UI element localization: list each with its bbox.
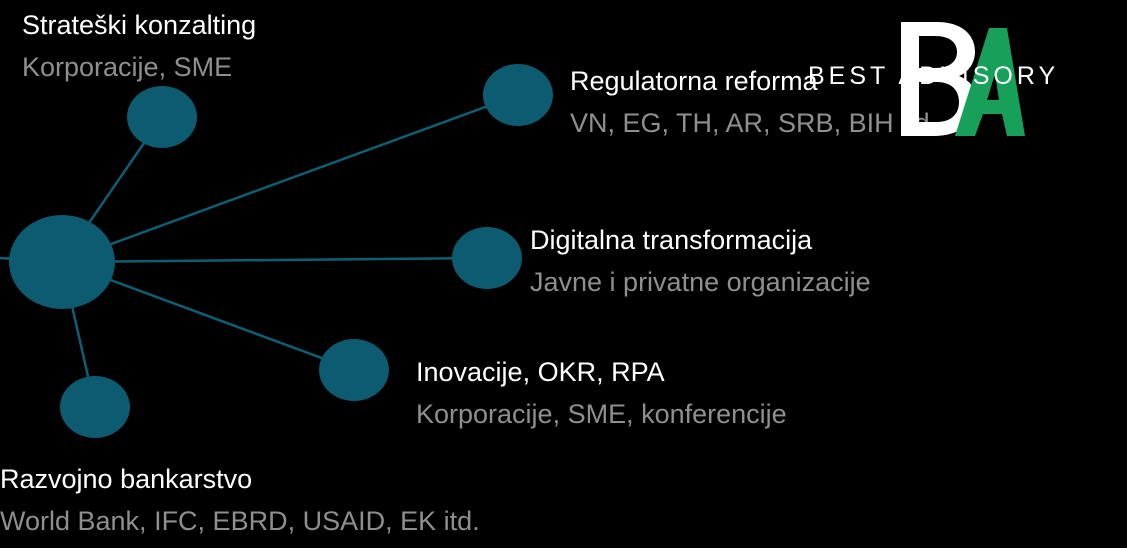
edge-hub-regulatory — [61, 93, 519, 264]
node-innovation — [319, 339, 389, 401]
development-banking-label: Razvojno bankarstvo World Bank, IFC, EBR… — [0, 462, 480, 538]
strategic-consulting-subtitle: Korporacije, SME — [22, 52, 233, 82]
best-advisory-logo — [901, 22, 1025, 136]
digital-transformation-subtitle: Javne i privatne organizacije — [530, 267, 871, 297]
regulatory-reform-title: Regulatorna reforma — [570, 66, 818, 96]
digital-transformation-title: Digitalna transformacija — [530, 225, 813, 255]
development-banking-subtitle: World Bank, IFC, EBRD, USAID, EK itd. — [0, 506, 480, 536]
node-regulatory — [483, 64, 553, 126]
edge-hub-digital — [61, 256, 488, 264]
regulatory-reform-label: Regulatorna reforma VN, EG, TH, AR, SRB,… — [570, 64, 937, 140]
development-banking-title: Razvojno bankarstvo — [0, 464, 253, 494]
regulatory-reform-subtitle: VN, EG, TH, AR, SRB, BIH itd. — [570, 108, 938, 138]
digital-transformation-label: Digitalna transformacija Javne i privatn… — [530, 223, 871, 299]
brand-name-text: BEST ADVISORY — [808, 62, 1060, 90]
strategic-consulting-title: Strateški konzalting — [22, 10, 257, 40]
node-banking — [60, 376, 130, 438]
strategic-consulting-label: Strateški konzalting Korporacije, SME — [22, 8, 256, 84]
innovation-subtitle: Korporacije, SME, konferencije — [416, 399, 787, 429]
innovation-title: Inovacije, OKR, RPA — [416, 357, 665, 387]
innovation-label: Inovacije, OKR, RPA Korporacije, SME, ko… — [416, 355, 787, 431]
node-strategic — [127, 86, 197, 148]
hub-node — [9, 215, 115, 309]
node-digital — [452, 227, 522, 289]
